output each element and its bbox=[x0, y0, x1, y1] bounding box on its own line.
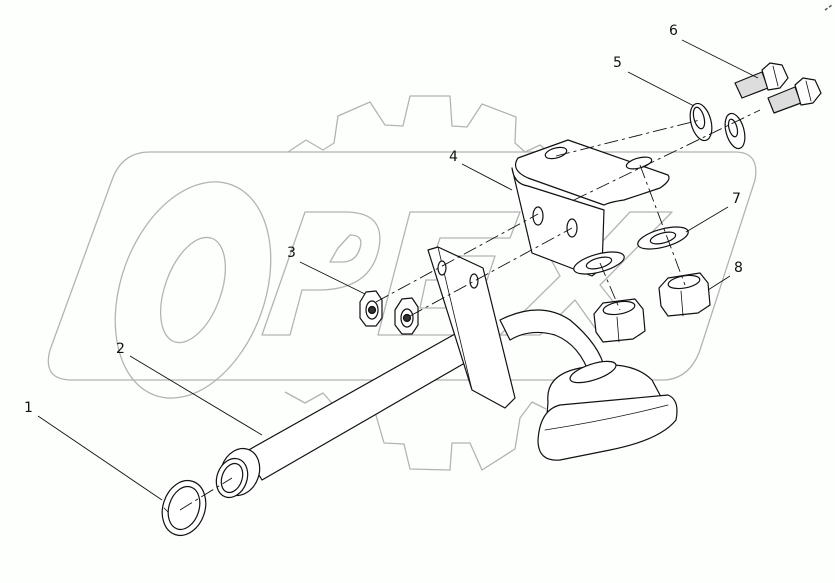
watermark-gear-top bbox=[287, 95, 549, 153]
part-7-flat-washer-b[interactable] bbox=[572, 248, 627, 279]
watermark-letter-p-counter bbox=[329, 234, 362, 263]
part-8-hex-nut-a[interactable] bbox=[658, 272, 711, 317]
callout-7[interactable]: 7 bbox=[732, 191, 741, 207]
watermark-letter-p bbox=[261, 211, 381, 336]
part-7-flat-washer-a[interactable] bbox=[636, 223, 691, 254]
part-5-washer-a[interactable] bbox=[686, 101, 715, 143]
callout-2[interactable]: 2 bbox=[116, 341, 125, 357]
part-6-hex-bolt-a[interactable] bbox=[734, 62, 789, 99]
callout-5[interactable]: 5 bbox=[613, 55, 622, 71]
part-8-hex-nut-b[interactable] bbox=[593, 298, 646, 343]
callout-1[interactable]: 1 bbox=[24, 400, 33, 416]
watermark-badge bbox=[47, 151, 757, 381]
part-5-washer-b[interactable] bbox=[722, 111, 749, 150]
callout-6[interactable]: 6 bbox=[669, 23, 678, 39]
assembly-centerlines bbox=[179, 109, 761, 511]
watermark-letter-o-inner bbox=[160, 236, 226, 344]
corner-mark bbox=[824, 4, 833, 11]
part-4-mounting-bracket[interactable] bbox=[511, 139, 670, 277]
pipe-strainer-bell bbox=[537, 360, 678, 461]
callout-3[interactable]: 3 bbox=[287, 245, 296, 261]
callout-8[interactable]: 8 bbox=[734, 260, 743, 276]
pipe-flange-plate bbox=[427, 246, 516, 409]
leader-lines bbox=[37, 39, 759, 501]
watermark-letter-o-outer bbox=[114, 181, 272, 399]
part-3-hex-nut-b[interactable] bbox=[394, 297, 419, 335]
callout-4[interactable]: 4 bbox=[449, 149, 458, 165]
part-3-hex-nut-a[interactable] bbox=[359, 290, 383, 327]
part-6-hex-bolt-b[interactable] bbox=[767, 77, 822, 114]
part-2-suction-pipe[interactable] bbox=[211, 321, 501, 502]
